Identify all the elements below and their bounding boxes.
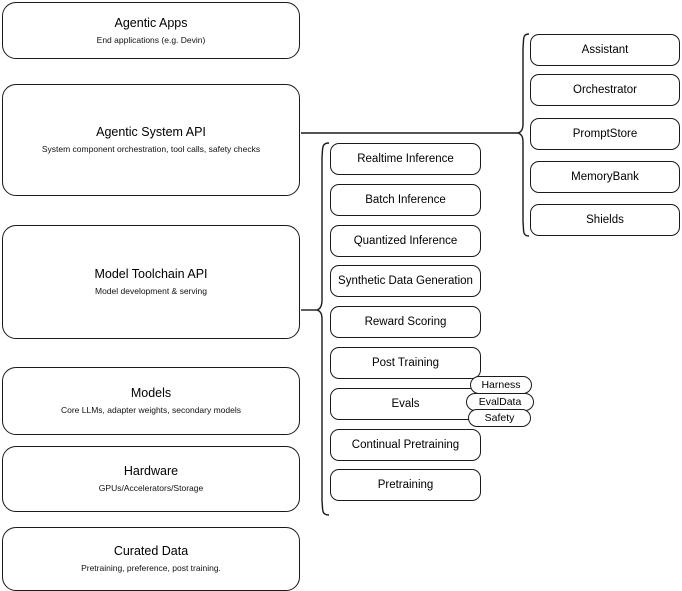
layer-box-hardware[interactable]: Hardware GPUs/Accelerators/Storage [2, 446, 300, 512]
layer-title: Agentic Apps [114, 15, 188, 30]
toolchain-item-batch-inference[interactable]: Batch Inference [330, 184, 481, 216]
layer-box-model-toolchain-api[interactable]: Model Toolchain API Model development & … [2, 225, 300, 339]
agentic-component-assistant[interactable]: Assistant [530, 34, 680, 66]
layer-subtitle: System component orchestration, tool cal… [41, 144, 261, 154]
layer-subtitle: GPUs/Accelerators/Storage [98, 483, 204, 493]
evals-subcomponent-harness[interactable]: Harness [470, 376, 532, 394]
layer-subtitle: Core LLMs, adapter weights, secondary mo… [60, 405, 241, 415]
layer-title: Curated Data [113, 544, 189, 558]
agentic-component-promptstore[interactable]: PromptStore [530, 118, 680, 150]
toolchain-item-synthetic-data-generation[interactable]: Synthetic Data Generation [330, 265, 481, 297]
layer-title: Models [130, 386, 172, 400]
agentic-component-shields[interactable]: Shields [530, 204, 680, 236]
toolchain-item-reward-scoring[interactable]: Reward Scoring [330, 306, 481, 338]
layer-subtitle: Model development & serving [95, 286, 207, 296]
layer-title: Model Toolchain API [94, 267, 208, 281]
toolchain-item-quantized-inference[interactable]: Quantized Inference [330, 225, 481, 257]
layer-box-curated-data[interactable]: Curated Data Pretraining, preference, po… [2, 527, 300, 591]
layer-title: Hardware [123, 464, 179, 478]
evals-subcomponent-safety[interactable]: Safety [468, 409, 531, 427]
brace-agentic-system-components [517, 33, 530, 237]
brace-toolchain-components [316, 142, 330, 516]
layer-subtitle: Pretraining, preference, post training. [81, 563, 221, 573]
toolchain-item-realtime-inference[interactable]: Realtime Inference [330, 143, 481, 175]
toolchain-item-evals[interactable]: Evals [330, 388, 481, 420]
toolchain-item-continual-pretraining[interactable]: Continual Pretraining [330, 429, 481, 461]
layer-subtitle: End applications (e.g. Devin) [96, 34, 206, 45]
toolchain-item-post-training[interactable]: Post Training [330, 347, 481, 379]
agentic-component-orchestrator[interactable]: Orchestrator [530, 74, 680, 106]
layer-box-agentic-apps[interactable]: Agentic Apps End applications (e.g. Devi… [2, 2, 300, 59]
layer-box-agentic-system-api[interactable]: Agentic System API System component orch… [2, 84, 300, 196]
layer-box-models[interactable]: Models Core LLMs, adapter weights, secon… [2, 367, 300, 435]
toolchain-item-pretraining[interactable]: Pretraining [330, 469, 481, 501]
layer-title: Agentic System API [96, 125, 206, 139]
agentic-component-memorybank[interactable]: MemoryBank [530, 161, 680, 193]
